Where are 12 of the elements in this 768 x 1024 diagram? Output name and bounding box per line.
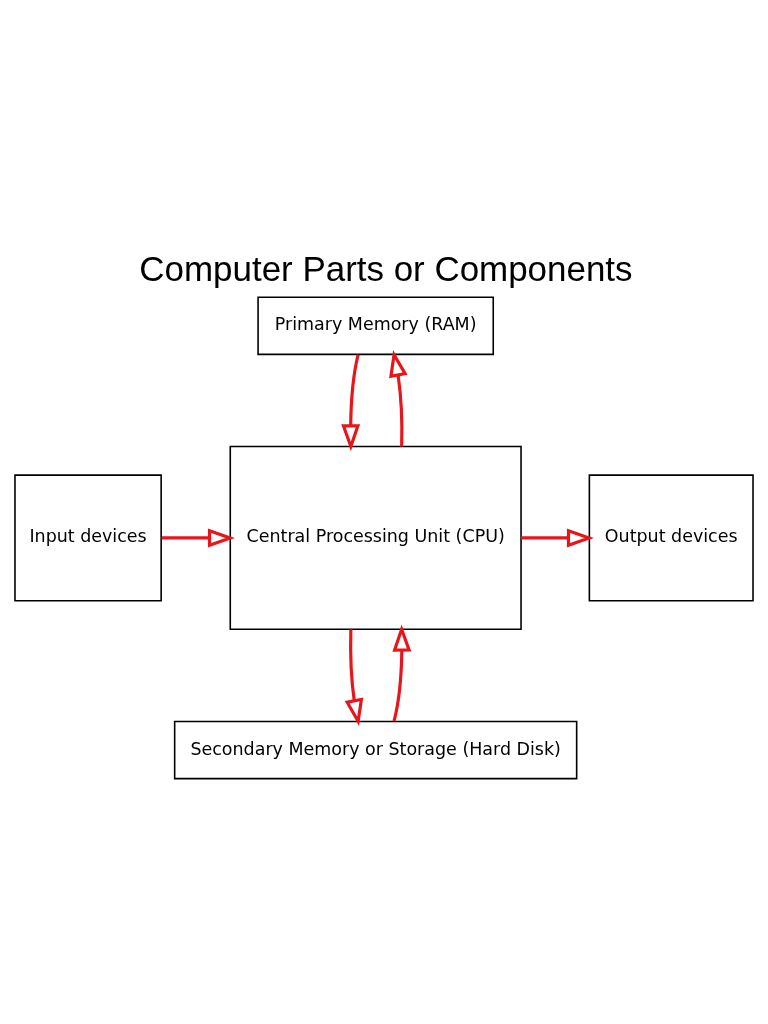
arrow xyxy=(389,349,408,447)
arrow xyxy=(521,527,594,547)
arrow xyxy=(392,624,412,722)
node-box: Secondary Memory or Storage (Hard Disk) xyxy=(173,720,578,779)
arrow xyxy=(344,628,364,726)
node-box: Primary Memory (RAM) xyxy=(257,295,495,355)
diagram-title: Computer Parts or Components xyxy=(139,248,633,288)
arrow xyxy=(341,353,361,451)
arrow xyxy=(161,527,235,547)
node-box: Output devices xyxy=(588,473,754,601)
node-box: Central Processing Unit (CPU) xyxy=(229,445,522,630)
node-box: Input devices xyxy=(14,473,162,601)
